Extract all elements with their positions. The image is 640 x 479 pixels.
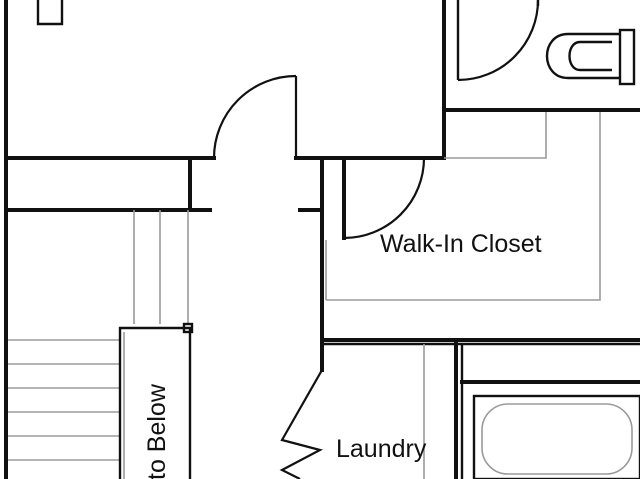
top-left-fixture — [36, 0, 64, 26]
bathtub — [472, 394, 640, 479]
laundry-bifold-door — [279, 369, 324, 479]
upper-room-door-swing — [212, 74, 297, 159]
stair-newel-post — [182, 322, 194, 334]
laundry-label: Laundry — [336, 435, 427, 463]
toilet-seat — [568, 40, 612, 72]
toilet-bowl — [545, 32, 620, 80]
stair-label-box — [118, 326, 192, 479]
walk-in-closet-label: Walk-In Closet — [380, 230, 542, 258]
bath-door-swing — [457, 0, 540, 82]
toilet-tank — [618, 28, 636, 86]
bathtub-basin — [481, 403, 633, 475]
stairs-label: to Below — [143, 383, 171, 479]
closet-shelf-top — [444, 112, 547, 159]
closet-door-swing — [343, 157, 426, 240]
closet-shelf-right — [326, 112, 601, 301]
